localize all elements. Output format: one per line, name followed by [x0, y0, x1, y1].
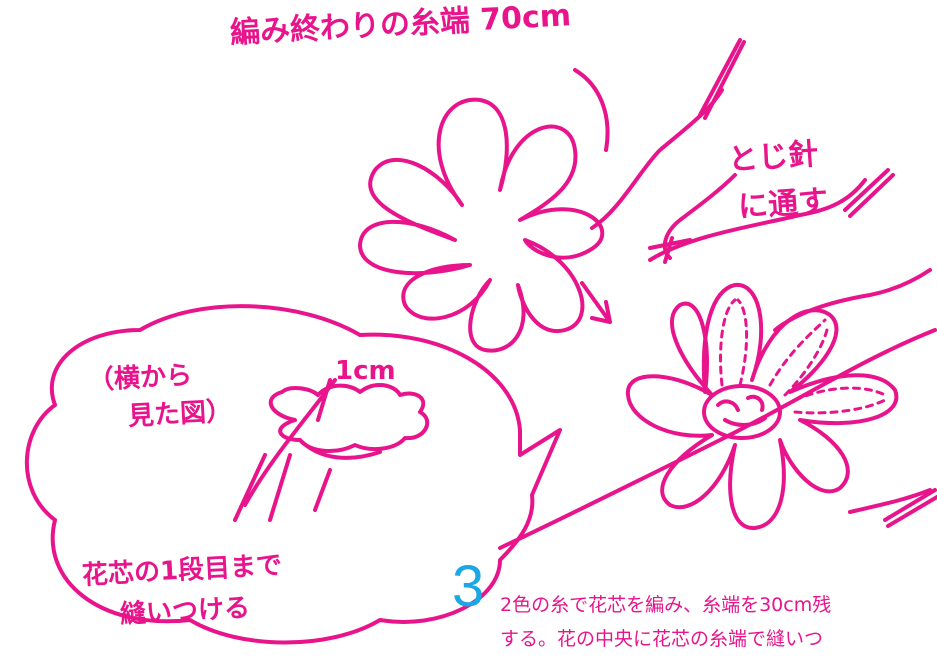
side-view-yarn [243, 378, 337, 507]
needle-label-line2: に通す [737, 183, 830, 225]
side-view-bubble [24, 304, 562, 645]
sew-label-line2: 縫いつける [119, 593, 251, 630]
side-view-label-line2: 見た図） [127, 396, 233, 432]
yarn-long [648, 178, 867, 262]
height-label: 1cm [335, 356, 396, 386]
transition-arrow [580, 281, 612, 324]
side-view-label-line1: （横から [87, 360, 193, 396]
needle-mid [843, 168, 895, 218]
flower-before [358, 97, 605, 353]
stitch-lines [719, 298, 887, 415]
step-text-line1: 2色の糸で花芯を編み、糸端を30cm残 [500, 594, 832, 616]
yarn-right-top [773, 268, 932, 332]
yarn-right-low [848, 488, 932, 514]
step-text-line2: する。花の中央に花芯の糸端で縫いつ [500, 628, 824, 650]
side-view-flower [268, 383, 430, 453]
yarn-label-leader [573, 68, 610, 152]
step-number: 3 [452, 554, 485, 619]
needle-top [698, 38, 746, 120]
side-view-base [233, 438, 382, 522]
yarn-second [662, 173, 737, 260]
yarn-right-bottom [498, 328, 937, 550]
needle-label-line1: とじ針 [727, 136, 820, 178]
height-indicator [316, 378, 332, 422]
needle-bottom [883, 488, 937, 528]
flower-center [702, 384, 782, 440]
